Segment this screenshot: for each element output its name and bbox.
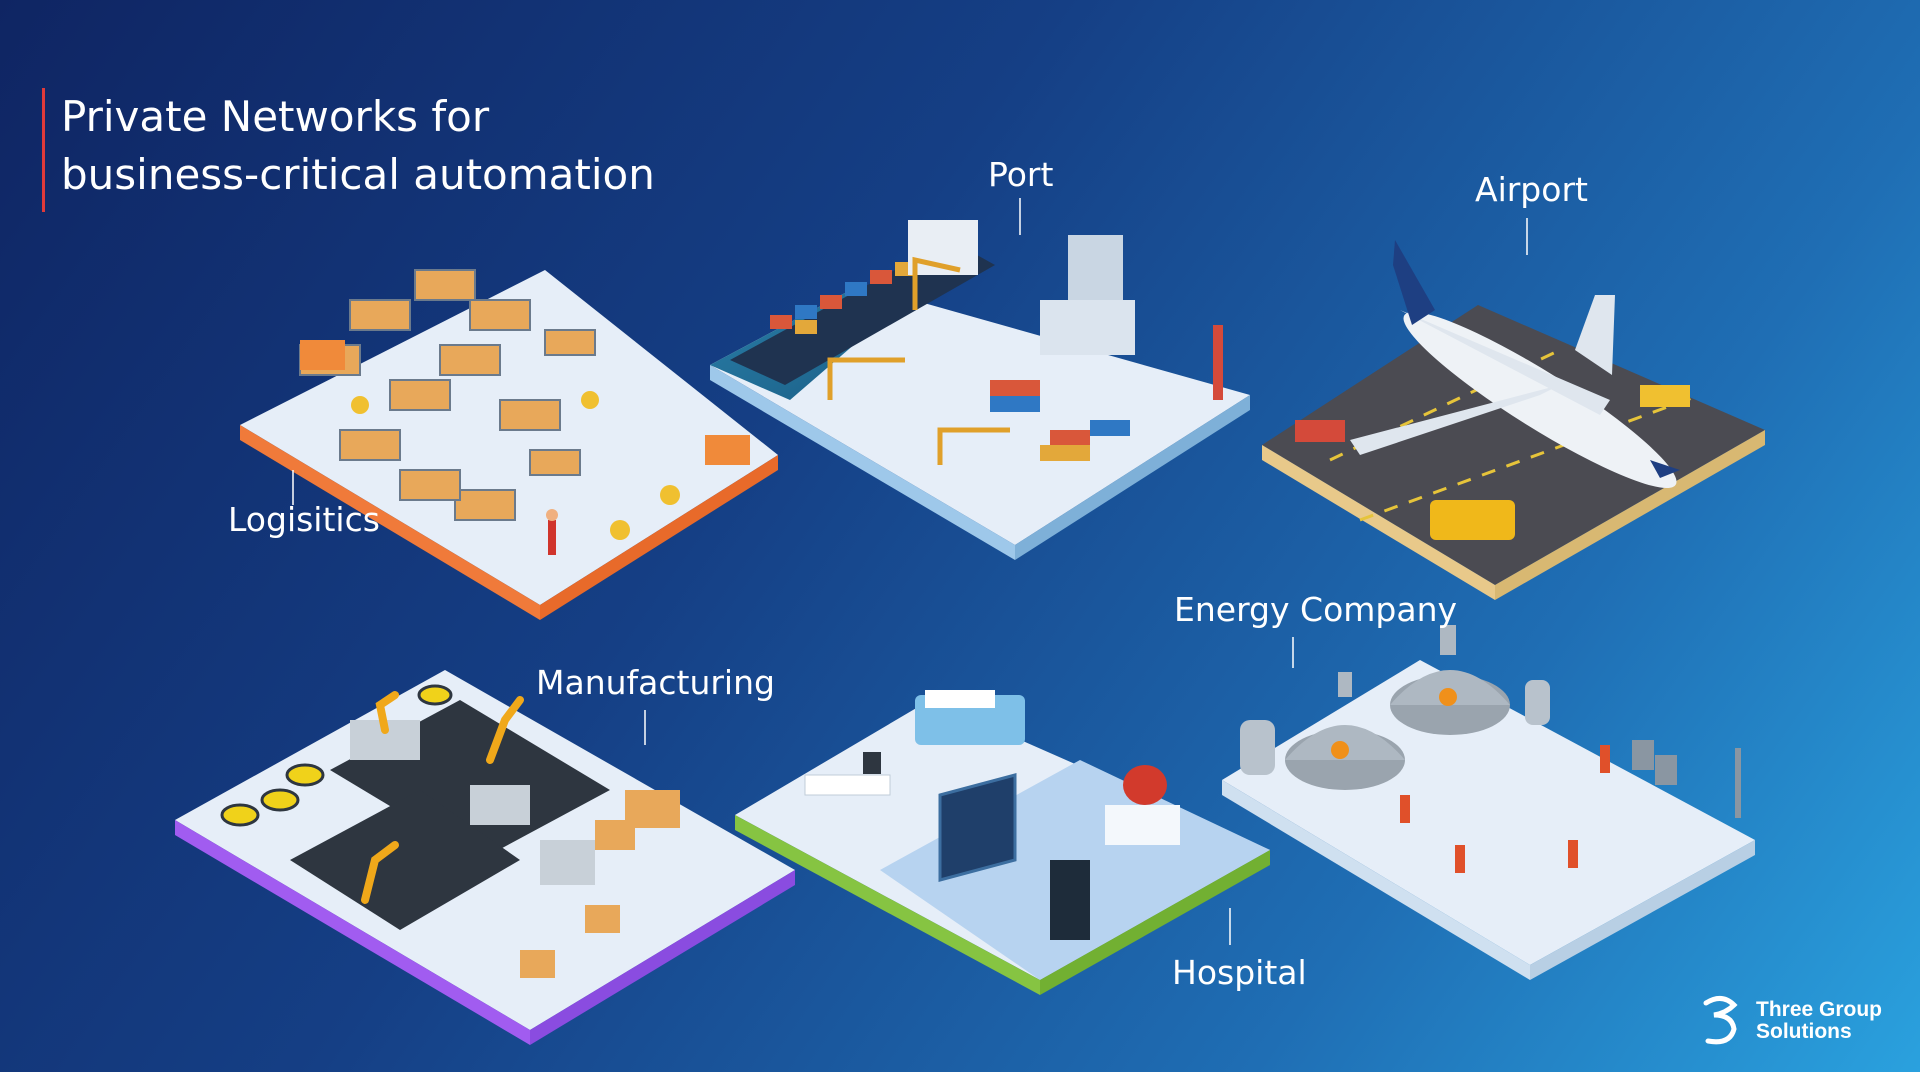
manufacturing-label: Manufacturing bbox=[536, 663, 775, 702]
energy-company-label: Energy Company bbox=[1174, 590, 1458, 629]
logistics-label: Logisitics bbox=[228, 500, 380, 539]
hospital-label: Hospital bbox=[1172, 953, 1307, 992]
page-title: Private Networks for business-critical a… bbox=[42, 88, 655, 212]
page-title-line-2: business-critical automation bbox=[61, 150, 655, 199]
brand-logo: Three Group Solutions bbox=[1700, 995, 1882, 1047]
brand-name: Three Group Solutions bbox=[1756, 999, 1882, 1043]
manufacturing-platform bbox=[175, 670, 795, 1045]
logistics-platform bbox=[240, 269, 778, 620]
page-title-line-1: Private Networks for bbox=[61, 92, 490, 141]
airport-platform bbox=[1262, 218, 1765, 600]
port-label: Port bbox=[988, 155, 1054, 194]
three-logo-icon bbox=[1703, 996, 1738, 1045]
brand-name-line-2: Solutions bbox=[1756, 1020, 1852, 1043]
airport-label: Airport bbox=[1475, 170, 1588, 209]
port-platform bbox=[710, 198, 1250, 560]
brand-name-line-1: Three Group bbox=[1756, 998, 1883, 1021]
hospital-platform bbox=[735, 690, 1270, 995]
energy-platform bbox=[1222, 625, 1755, 980]
